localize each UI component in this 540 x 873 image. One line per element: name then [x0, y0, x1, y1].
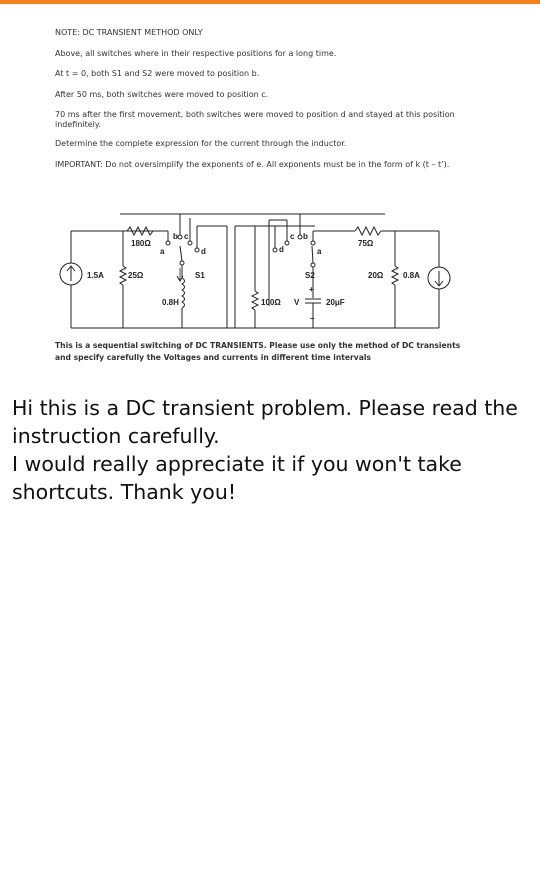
problem-line-2: At t = 0, both S1 and S2 were moved to p…: [55, 69, 260, 78]
capacitor-minus: –: [310, 314, 315, 323]
s2-pos-c: c: [290, 232, 295, 241]
left-source-label: 1.5A: [87, 271, 104, 280]
message-line-1: Hi this is a DC transient problem. Pleas…: [12, 396, 518, 448]
s1-pos-c: c: [184, 232, 189, 241]
right-source-label: 0.8A: [403, 271, 420, 280]
switch-s2-label: S2: [305, 271, 315, 280]
problem-line-3: After 50 ms, both switches were moved to…: [55, 89, 269, 99]
r20-label: 20Ω: [368, 271, 384, 280]
problem-line-1: Above, all switches where in their respe…: [55, 48, 337, 58]
problem-note: NOTE: DC TRANSIENT METHOD ONLY: [55, 28, 203, 37]
s2-pos-a: a: [317, 247, 322, 256]
s1-pos-b: b: [173, 232, 178, 241]
capacitor-v-label: V: [294, 298, 300, 307]
s2-pos-d: d: [279, 245, 284, 254]
top-accent-bar: [0, 0, 540, 4]
inductor-label: 0.8H: [162, 298, 179, 307]
message-line-2: I would really appreciate it if you won'…: [12, 452, 462, 504]
s1-pos-d: d: [201, 247, 206, 256]
problem-statement: NOTE: DC TRANSIENT METHOD ONLY Above, al…: [55, 28, 485, 180]
switch-s1-label: S1: [195, 271, 205, 280]
r75-label: 75Ω: [358, 239, 374, 248]
s1-pos-a: a: [160, 247, 165, 256]
circuit-caption: This is a sequential switching of DC TRA…: [55, 341, 461, 362]
r100-label: 100Ω: [261, 298, 281, 307]
problem-line-6: IMPORTANT: Do not oversimplify the expon…: [55, 159, 450, 169]
r25-label: 25Ω: [128, 271, 144, 280]
problem-line-4: 70 ms after the first movement, both swi…: [55, 110, 455, 129]
r180-label: 180Ω: [131, 239, 151, 248]
problem-line-5: Determine the complete expression for th…: [55, 139, 347, 148]
capacitor-label: 20μF: [326, 298, 345, 307]
question-message: Hi this is a DC transient problem. Pleas…: [12, 394, 528, 506]
s2-pos-b: b: [303, 232, 308, 241]
capacitor-plus: +: [309, 285, 314, 294]
circuit-diagram: 1.5A 25Ω 180Ω a b c d S1 0.8H 100Ω d c b…: [59, 213, 451, 329]
